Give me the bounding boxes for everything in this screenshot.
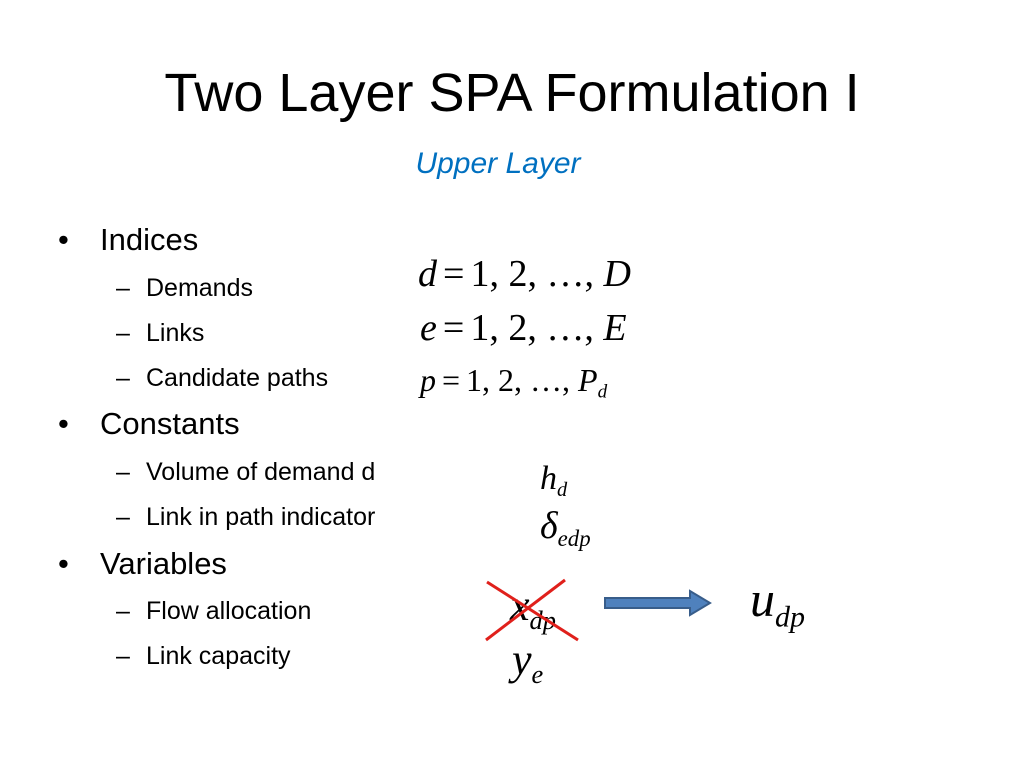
symbol-flow-new: udp	[750, 570, 805, 635]
math-upper: P	[578, 362, 598, 398]
x-cross-icon	[485, 578, 579, 642]
sub-item-link-capacity: – Link capacity	[116, 642, 291, 671]
math-sub: edp	[557, 525, 591, 551]
math-symbol: h	[540, 460, 557, 497]
symbol-indicator: δedp	[540, 504, 591, 552]
symbol-capacity: ye	[512, 634, 543, 690]
math-eq: =	[443, 253, 465, 295]
math-symbol: y	[512, 635, 532, 684]
math-upper-sub: d	[597, 381, 608, 403]
sub-dash: –	[116, 364, 130, 392]
math-var: e	[420, 307, 437, 349]
math-range: 1, 2, …,	[470, 253, 604, 295]
bullet-dot: •	[58, 546, 69, 581]
math-var: p	[420, 362, 436, 398]
sub-item-label: Demands	[146, 274, 253, 302]
slide-title: Two Layer SPA Formulation I	[164, 63, 860, 123]
sub-item-label: Volume of demand d	[146, 458, 376, 486]
sub-dash: –	[116, 503, 130, 531]
bullet-indices: • Indices	[58, 222, 199, 258]
sub-item-volume: – Volume of demand d	[116, 458, 376, 487]
bullet-label: Indices	[100, 222, 199, 257]
math-symbol: δ	[540, 505, 558, 547]
sub-dash: –	[116, 319, 130, 347]
sub-item-links: – Links	[116, 319, 205, 348]
math-range: 1, 2, …,	[466, 362, 579, 398]
sub-dash: –	[116, 274, 130, 302]
math-upper: E	[603, 307, 627, 349]
math-symbol: u	[750, 571, 775, 627]
sub-item-label: Link in path indicator	[146, 503, 376, 531]
formula-demand-range: d=1, 2, …, D	[418, 252, 631, 296]
bullet-dot: •	[58, 406, 69, 441]
math-eq: =	[442, 362, 461, 398]
sub-dash: –	[116, 458, 130, 486]
sub-dash: –	[116, 642, 130, 670]
bullet-label: Constants	[100, 406, 240, 441]
math-upper: D	[603, 253, 631, 295]
math-sub: dp	[775, 600, 805, 634]
bullet-label: Variables	[100, 546, 227, 581]
bullet-variables: • Variables	[58, 546, 227, 582]
bullet-dot: •	[58, 222, 69, 257]
sub-item-link-in-path: – Link in path indicator	[116, 503, 376, 532]
symbol-volume: hd	[540, 460, 567, 502]
sub-item-label: Link capacity	[146, 642, 291, 670]
math-range: 1, 2, …,	[470, 307, 604, 349]
bullet-constants: • Constants	[58, 406, 240, 442]
math-eq: =	[442, 307, 465, 349]
sub-item-flow-allocation: – Flow allocation	[116, 597, 312, 626]
right-arrow-icon	[604, 589, 712, 617]
math-var: d	[418, 253, 437, 295]
formula-path-range: p=1, 2, …, Pd	[420, 362, 607, 404]
sub-item-label: Flow allocation	[146, 597, 312, 625]
sub-item-demands: – Demands	[116, 274, 253, 303]
slide-subtitle: Upper Layer	[415, 147, 581, 180]
math-sub: d	[557, 479, 568, 502]
sub-item-candidate-paths: – Candidate paths	[116, 364, 329, 393]
math-sub: e	[531, 659, 544, 690]
sub-item-label: Candidate paths	[146, 364, 329, 392]
formula-link-range: e=1, 2, …, E	[420, 306, 627, 350]
sub-dash: –	[116, 597, 130, 625]
sub-item-label: Links	[146, 319, 205, 347]
